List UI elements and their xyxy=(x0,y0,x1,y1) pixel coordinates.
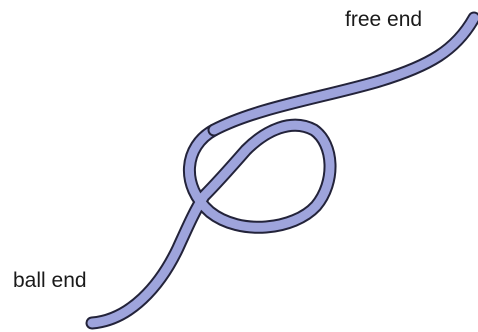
rope-upper-section xyxy=(214,18,474,130)
ball-end-label: ball end xyxy=(13,270,87,291)
free-end-label: free end xyxy=(345,9,422,30)
rope-lower-section xyxy=(92,125,330,323)
